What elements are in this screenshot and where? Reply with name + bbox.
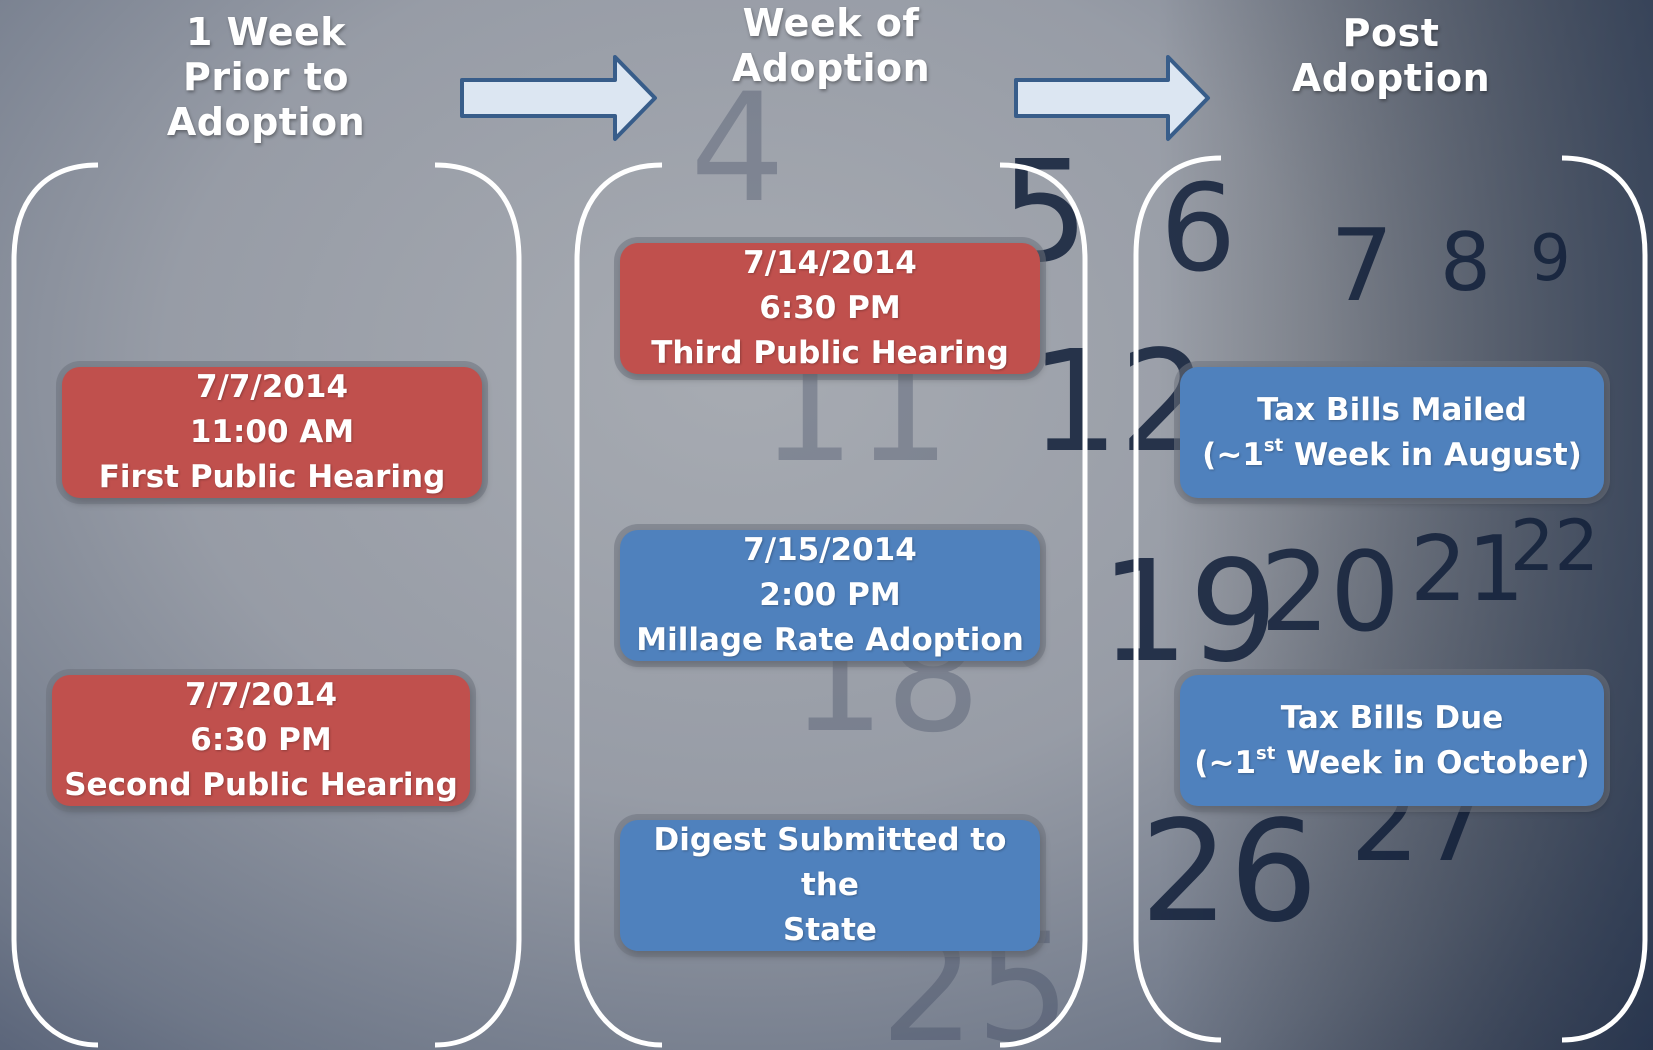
arrow-right-icon [460,55,657,141]
column-title: 1 Week Prior to Adoption [166,10,366,144]
column-title: Post Adoption [1291,11,1491,100]
event-subtitle: (~1st Week in October) [1194,742,1590,781]
calendar-number: 12 [1030,321,1208,484]
event-millage-rate-adoption: 7/15/2014 2:00 PM Millage Rate Adoption [620,530,1040,661]
event-tax-bills-mailed: Tax Bills Mailed (~1st Week in August) [1180,367,1604,498]
bracket-column-1 [11,162,522,1048]
calendar-number: 6 [1160,160,1236,299]
column-title: Week of Adoption [731,1,931,90]
event-second-public-hearing: 7/7/2014 6:30 PM Second Public Hearing [52,675,470,806]
calendar-number: 26 [1140,791,1318,954]
event-digest-submitted: Digest Submitted to the State [620,820,1040,951]
calendar-number: 8 [1440,216,1491,309]
calendar-number: 20 [1260,528,1400,656]
calendar-number: 9 [1530,222,1571,296]
event-subtitle: (~1st Week in August) [1202,434,1582,473]
event-first-public-hearing: 7/7/2014 11:00 AM First Public Hearing [62,367,482,498]
calendar-number: 22 [1510,505,1599,587]
event-tax-bills-due: Tax Bills Due (~1st Week in October) [1180,675,1604,806]
bracket-column-3 [1133,155,1648,1043]
bracket-column-2 [574,162,1088,1048]
event-third-public-hearing: 7/14/2014 6:30 PM Third Public Hearing [620,243,1040,374]
arrow-right-icon [1014,55,1210,141]
calendar-number: 7 [1330,207,1394,324]
calendar-number: 21 [1410,517,1525,622]
calendar-number: 4 [690,62,785,236]
calendar-number: 19 [1100,531,1278,694]
